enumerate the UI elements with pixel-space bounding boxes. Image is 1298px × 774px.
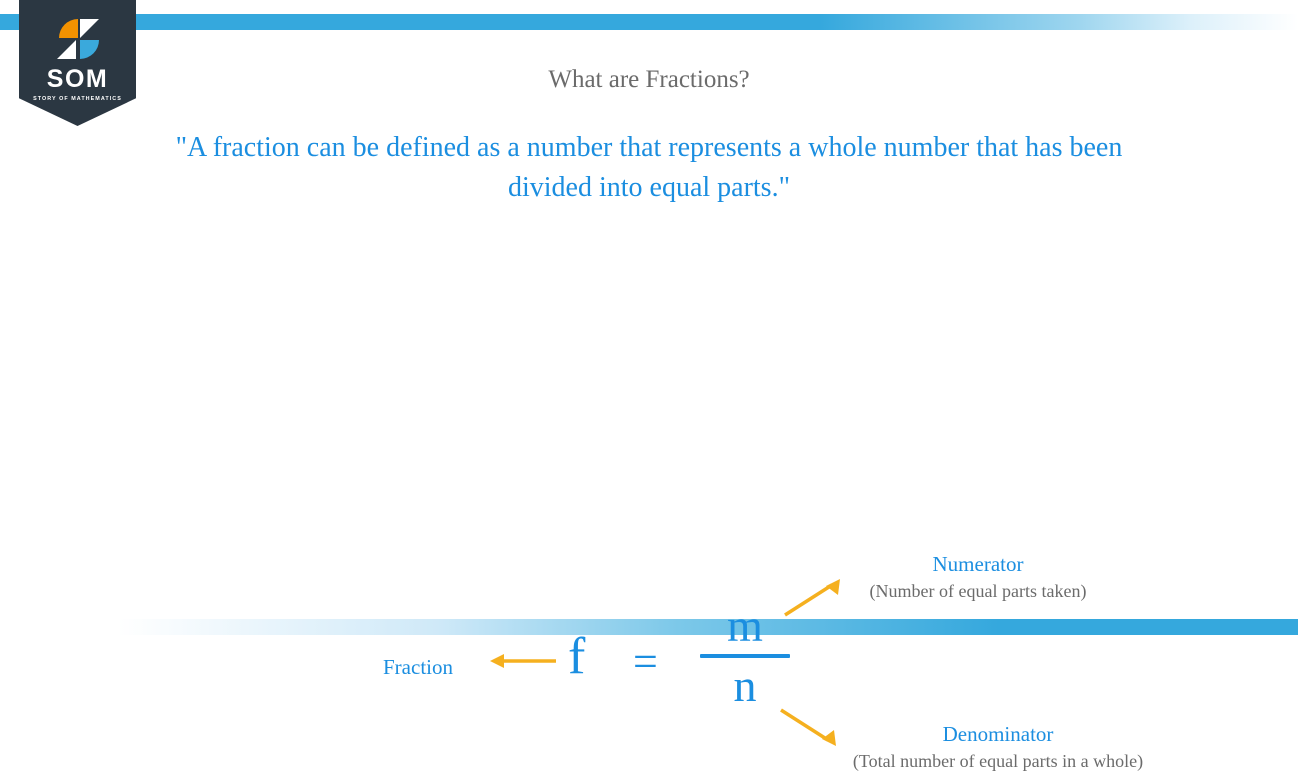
equals-sign: = xyxy=(633,637,658,686)
fraction-variable: f xyxy=(568,628,586,685)
top-accent-stripe xyxy=(0,14,1298,30)
arrow-up-right-icon xyxy=(784,579,840,617)
fraction-bar xyxy=(700,654,790,658)
fraction-expression: m n xyxy=(700,600,790,712)
fraction-label: Fraction xyxy=(383,655,453,679)
page-title: What are Fractions? xyxy=(548,66,750,93)
som-pinwheel-logo-icon xyxy=(56,19,99,59)
denominator-title: Denominator xyxy=(942,722,1054,746)
brand-logo-banner: SOM STORY OF MATHEMATICS xyxy=(19,0,136,126)
numerator-description: (Number of equal parts taken) xyxy=(869,581,1087,601)
denominator-description: (Total number of equal parts in a whole) xyxy=(852,751,1144,771)
definition-text: "A fraction can be defined as a number t… xyxy=(175,132,1123,203)
arrow-left-icon xyxy=(490,654,556,668)
numerator-annotation: Numerator (Number of equal parts taken) xyxy=(848,550,1108,604)
denominator-annotation: Denominator (Total number of equal parts… xyxy=(828,720,1168,774)
numerator-title: Numerator xyxy=(932,552,1024,576)
numerator-symbol: m xyxy=(727,600,763,651)
formula-diagram: Fraction f = m n Numerator (Number of eq… xyxy=(0,270,1298,771)
brand-name: SOM xyxy=(46,65,109,93)
bottom-accent-stripe xyxy=(0,619,1298,635)
brand-tagline: STORY OF MATHEMATICS xyxy=(33,96,122,102)
denominator-symbol: n xyxy=(733,660,757,711)
